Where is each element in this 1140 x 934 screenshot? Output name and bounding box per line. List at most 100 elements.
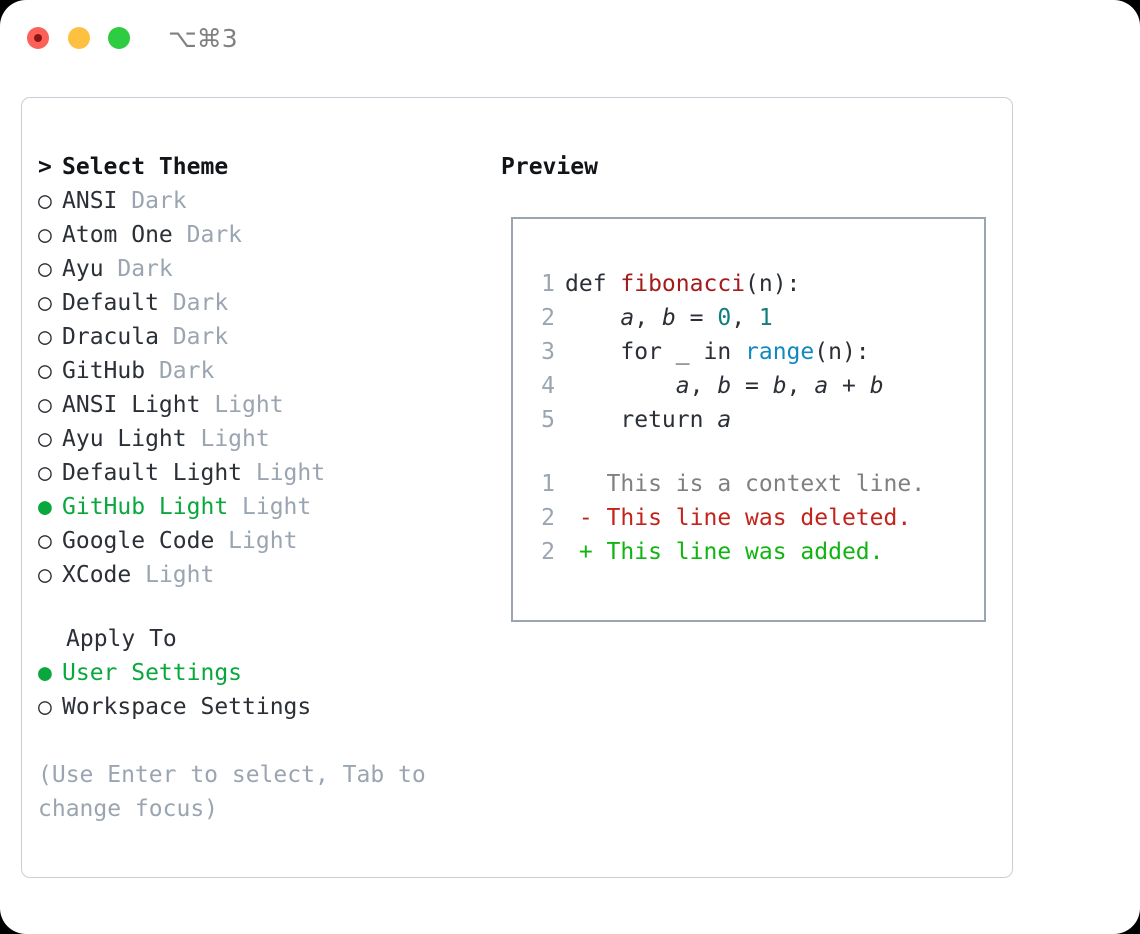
apply-to-label: Apply To bbox=[66, 626, 177, 652]
diff-sign-marker: - bbox=[565, 505, 593, 531]
theme-variant-badge: Dark bbox=[158, 324, 229, 350]
theme-list-item[interactable]: ○GitHub Dark bbox=[38, 354, 488, 388]
diff-sign-marker bbox=[565, 471, 593, 497]
theme-variant-badge: Light bbox=[242, 460, 326, 486]
theme-name: Dracula bbox=[62, 324, 159, 350]
theme-variant-badge: Light bbox=[200, 392, 284, 418]
diff-line-text: This line was deleted. bbox=[592, 505, 912, 531]
radio-unselected-icon: ○ bbox=[38, 460, 52, 486]
theme-list-item[interactable]: ○ Default Dark bbox=[38, 286, 488, 320]
apply-to-list: ● User Settings ○Workspace Settings bbox=[38, 656, 488, 724]
code-token: for _ in bbox=[565, 339, 746, 365]
apply-to-option[interactable]: ● User Settings bbox=[38, 656, 488, 690]
minimize-window-button[interactable] bbox=[68, 27, 90, 49]
code-line-number: 4 bbox=[541, 373, 555, 399]
theme-name: Default Light bbox=[62, 460, 243, 486]
code-token: b bbox=[772, 373, 787, 399]
radio-unselected-icon: ○ bbox=[38, 256, 52, 282]
code-token: a bbox=[620, 305, 635, 331]
diff-line: 2 - This line was deleted. bbox=[531, 501, 978, 535]
theme-name: GitHub bbox=[62, 358, 146, 384]
code-token: 1 bbox=[758, 305, 773, 331]
theme-name: Ayu Light bbox=[62, 426, 187, 452]
theme-list-item[interactable]: ○ANSI Light Light bbox=[38, 388, 488, 422]
code-token: = bbox=[731, 373, 773, 399]
theme-list-item[interactable]: ●GitHub Light Light bbox=[38, 490, 488, 524]
theme-list: ○ANSI Dark○Atom One Dark○Ayu Dark○Defaul… bbox=[38, 184, 488, 592]
theme-name: Google Code bbox=[62, 528, 215, 554]
code-token: fibonacci bbox=[620, 271, 746, 297]
apply-to-option-label: User Settings bbox=[62, 660, 243, 686]
keyboard-hint-text: (Use Enter to select, Tab to change focu… bbox=[38, 762, 426, 822]
code-token: = bbox=[675, 305, 718, 331]
theme-name: GitHub Light bbox=[62, 494, 229, 520]
code-token: (n): bbox=[745, 271, 801, 297]
diff-line-text: This is a context line. bbox=[592, 471, 926, 497]
diff-sign-marker: + bbox=[565, 539, 593, 565]
theme-variant-badge: Dark bbox=[145, 358, 215, 384]
code-token: b bbox=[717, 373, 732, 399]
code-line: 3 for _ in range(n): bbox=[531, 335, 978, 369]
code-line: 5 return a bbox=[531, 403, 978, 437]
spacer-before-hint bbox=[38, 724, 488, 758]
theme-variant-badge: Light bbox=[228, 494, 312, 520]
keyboard-shortcut-label: ⌥⌘3 bbox=[168, 24, 238, 53]
spacer-before-apply-to bbox=[38, 592, 488, 622]
code-token: + bbox=[828, 373, 870, 399]
radio-unselected-icon: ○ bbox=[38, 426, 52, 452]
code-token: b bbox=[661, 305, 676, 331]
theme-name: Default bbox=[62, 290, 159, 316]
radio-unselected-icon: ○ bbox=[38, 222, 52, 248]
radio-selected-icon: ● bbox=[38, 660, 52, 686]
prompt-caret-icon: > bbox=[38, 154, 52, 180]
code-token: range bbox=[745, 339, 815, 365]
theme-variant-badge: Dark bbox=[158, 290, 229, 316]
theme-list-item[interactable]: ○ANSI Dark bbox=[38, 184, 488, 218]
apply-to-option[interactable]: ○Workspace Settings bbox=[38, 690, 488, 724]
theme-list-item[interactable]: ○ XCode Light bbox=[38, 558, 488, 592]
theme-variant-badge: Light bbox=[186, 426, 270, 452]
radio-unselected-icon: ○ bbox=[38, 290, 52, 316]
theme-list-item[interactable]: ○Dracula Dark bbox=[38, 320, 488, 354]
code-token: a bbox=[717, 407, 732, 433]
preview-title: Preview bbox=[501, 154, 598, 180]
theme-list-item[interactable]: ○Atom One Dark bbox=[38, 218, 488, 252]
theme-variant-badge: Dark bbox=[117, 188, 187, 214]
code-token: 0 bbox=[717, 305, 732, 331]
code-token: a bbox=[675, 373, 690, 399]
code-token: return bbox=[565, 407, 718, 433]
code-line-number: 5 bbox=[541, 407, 555, 433]
code-line-number: 1 bbox=[541, 271, 555, 297]
select-theme-heading: >Select Theme bbox=[38, 150, 488, 184]
theme-list-item[interactable]: ○ Ayu Dark bbox=[38, 252, 488, 286]
code-line: 4 a, b = b, a + b bbox=[531, 369, 978, 403]
theme-list-item[interactable]: ○Google Code Light bbox=[38, 524, 488, 558]
theme-variant-badge: Light bbox=[131, 562, 215, 588]
diff-sample-lines: 1 This is a context line.2 - This line w… bbox=[531, 467, 978, 569]
radio-unselected-icon: ○ bbox=[38, 562, 52, 588]
code-token: , bbox=[634, 305, 662, 331]
maximize-window-button[interactable] bbox=[108, 27, 130, 49]
theme-list-item[interactable]: ○ Default Light Light bbox=[38, 456, 488, 490]
code-token: , bbox=[786, 373, 815, 399]
theme-list-item[interactable]: ○ Ayu Light Light bbox=[38, 422, 488, 456]
theme-name: Ayu bbox=[62, 256, 104, 282]
code-token: a bbox=[814, 373, 829, 399]
theme-variant-badge: Dark bbox=[172, 222, 243, 248]
theme-variant-badge: Dark bbox=[103, 256, 173, 282]
code-line-number: 2 bbox=[541, 305, 555, 331]
code-token: (n): bbox=[814, 339, 870, 365]
theme-name: XCode bbox=[62, 562, 132, 588]
content-panel: >Select Theme ○ANSI Dark○Atom One Dark○A… bbox=[21, 97, 1013, 878]
radio-unselected-icon: ○ bbox=[38, 528, 52, 554]
diff-line-number: 2 bbox=[541, 539, 555, 565]
code-token bbox=[565, 373, 676, 399]
code-line-number: 3 bbox=[541, 339, 555, 365]
close-window-button[interactable] bbox=[27, 27, 49, 49]
diff-line-number: 2 bbox=[541, 505, 555, 531]
